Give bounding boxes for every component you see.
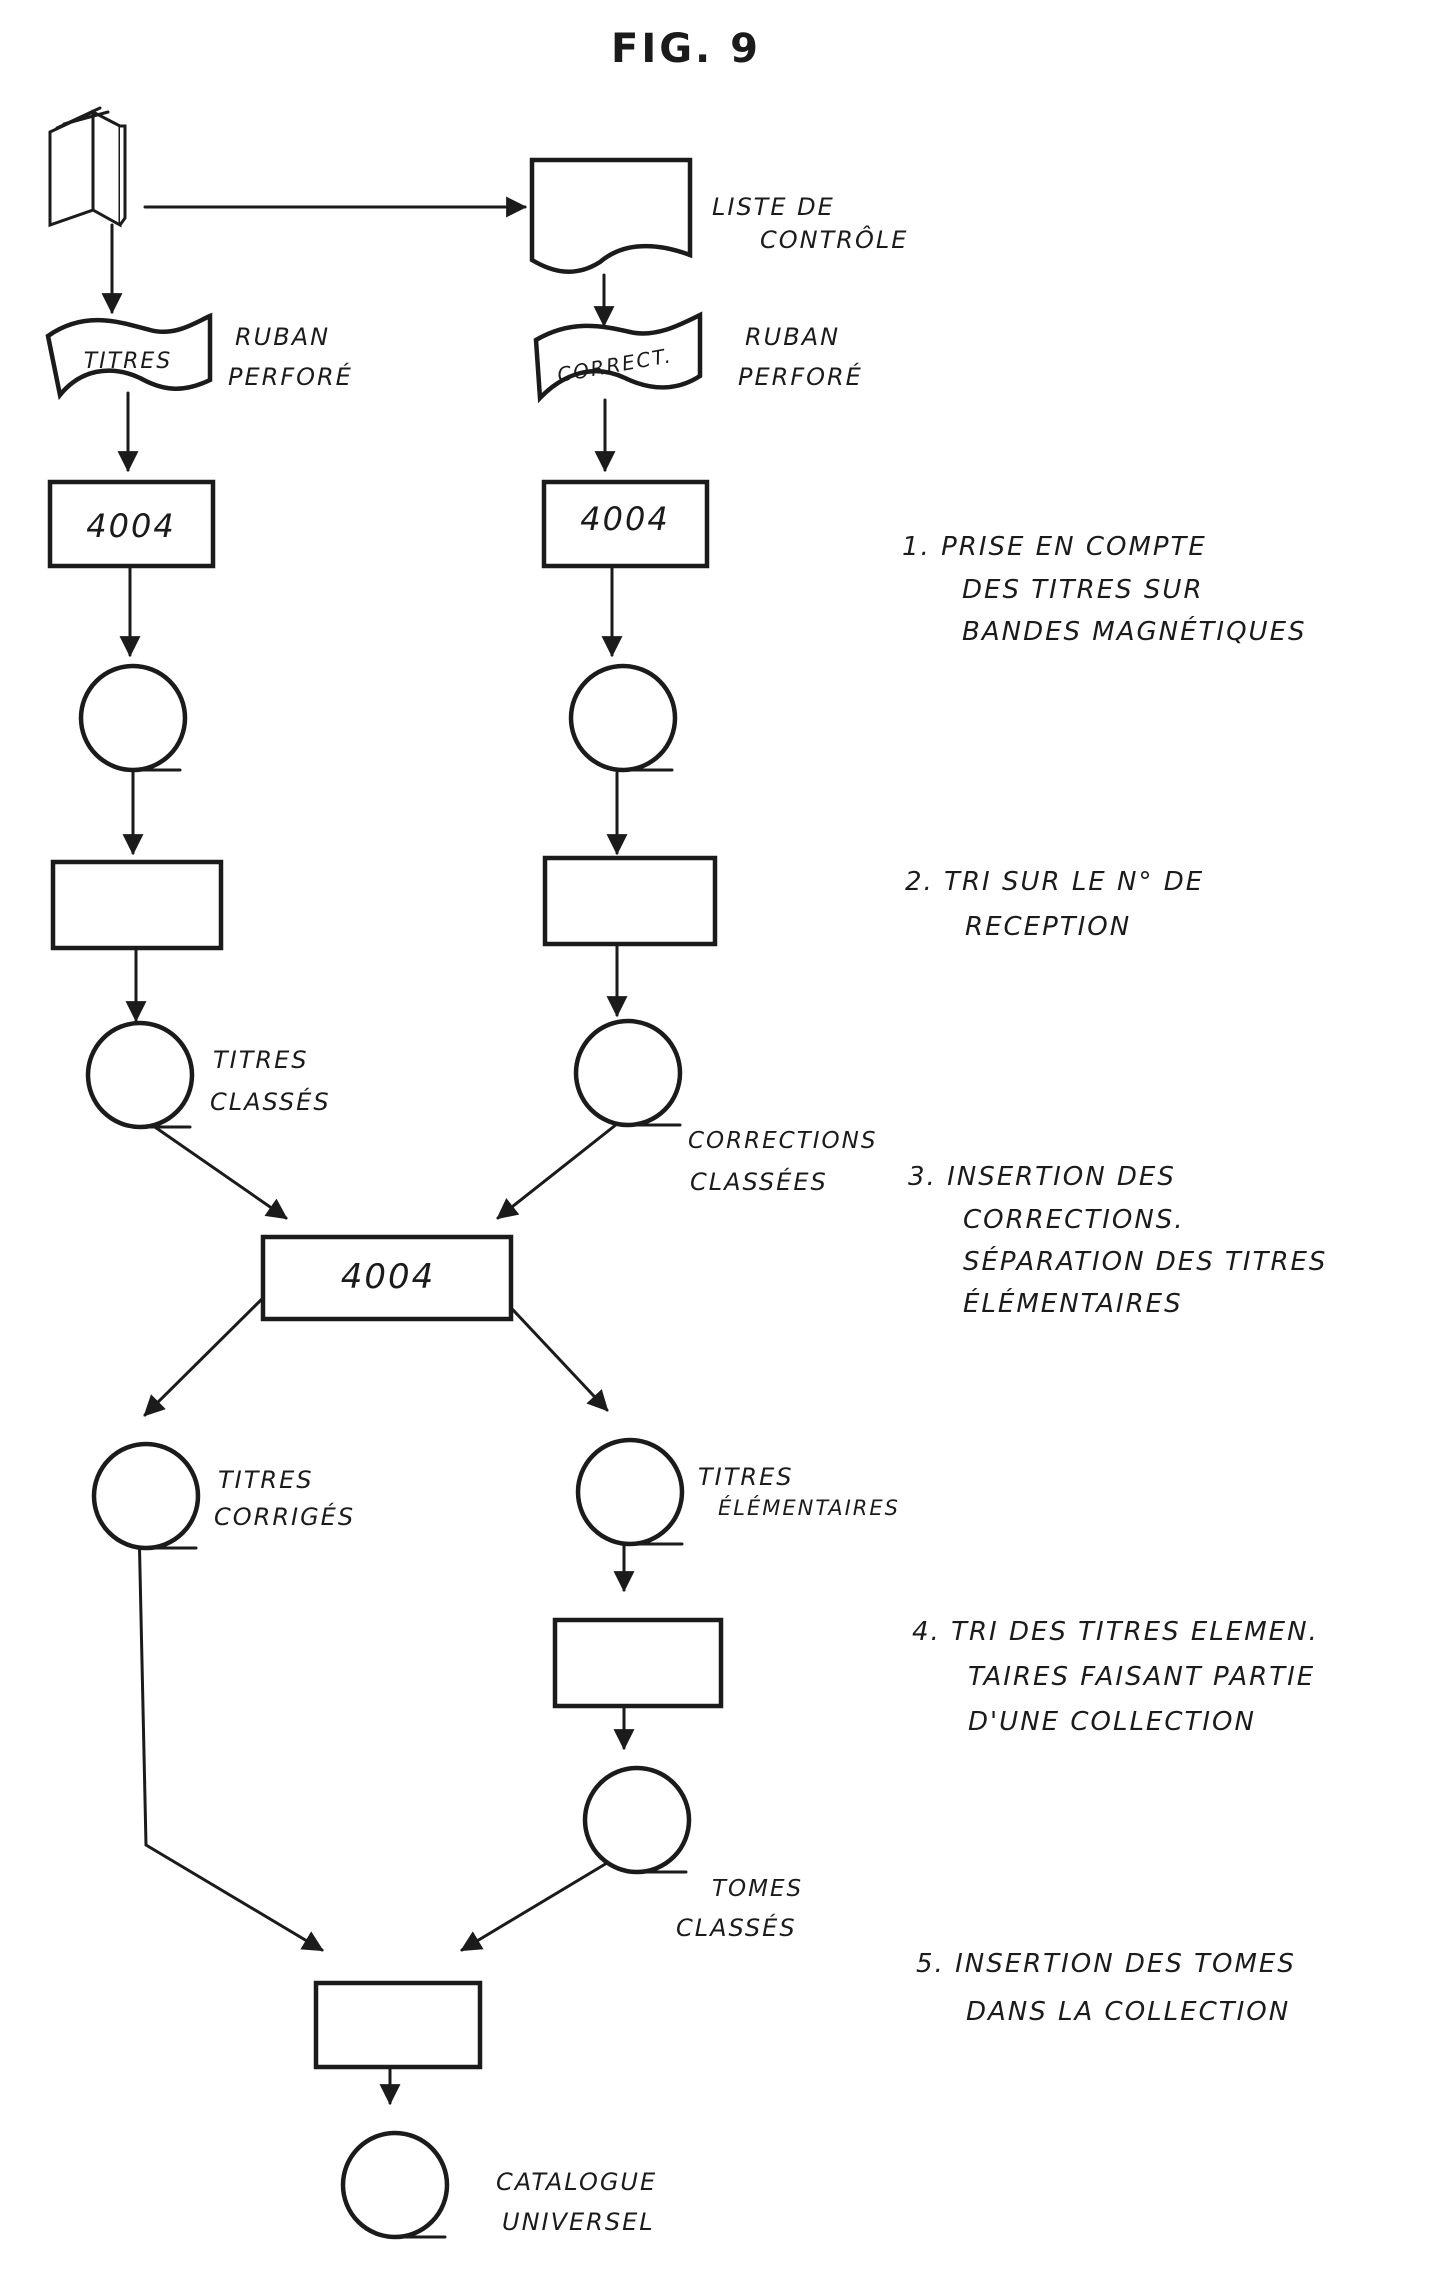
tape-left-text: TITRES [84,349,173,374]
computer-right-label: 4004 [580,500,669,538]
magnetic-tape-icon-corrections-classees [573,1018,683,1128]
magnetic-tape-icon-tomes-classes [582,1765,692,1875]
step-3-line-3: SÉPARATION DES TITRES [963,1245,1327,1277]
step-3-description: 3. INSERTION DES CORRECTIONS. SÉPARATION… [908,1162,1327,1319]
magnetic-tape-icon-left-1 [78,663,188,773]
connectors [101,196,635,2106]
magnetic-tape-icon-titres-elementaires [575,1437,685,1547]
document-icon-liste-controle [529,157,693,274]
tomes-classes-label-2: CLASSÉS [676,1913,797,1942]
computer-box-merge [260,1234,514,1322]
step-4-description: 4. TRI DES TITRES ELEMEN. TAIRES FAISANT… [912,1617,1319,1737]
liste-controle-label-1: LISTE DE [712,193,835,221]
computer-left-label: 4004 [86,507,175,545]
figure-title: FIG. 9 [611,26,761,72]
magnetic-tape-icon-titres-classes [85,1020,195,1130]
sort-box-left [50,859,224,951]
sort-box-collection [552,1617,724,1709]
sort-box-right [542,855,718,947]
titres-classes-label-1: TITRES [213,1046,308,1074]
step-1-line-3: BANDES MAGNÉTIQUES [962,615,1307,647]
titres-corriges-label-2: CORRIGÉS [214,1502,355,1531]
magnetic-tape-icon-right-1 [568,663,678,773]
step-2-description: 2. TRI SUR LE N° DE RECEPTION [905,867,1204,942]
step-5-description: 5. INSERTION DES TOMES DANS LA COLLECTIO… [916,1949,1296,2027]
corrections-classees-label-2: CLASSÉES [690,1167,828,1196]
step-2-line-1: 2. TRI SUR LE N° DE [905,867,1204,897]
titres-elementaires-label-2: ÉLÉMENTAIRES [718,1495,900,1520]
book-icon [48,106,127,228]
step-3-line-2: CORRECTIONS. [963,1205,1185,1235]
tape-left-label-1: RUBAN [235,323,330,351]
step-3-line-1: 3. INSERTION DES [908,1162,1176,1192]
step-2-line-2: RECEPTION [965,912,1131,942]
catalogue-universel-label-2: UNIVERSEL [502,2208,655,2236]
corrections-classees-label-1: CORRECTIONS [688,1128,877,1154]
titres-elementaires-label-1: TITRES [698,1463,793,1491]
tape-left-label-2: PERFORÉ [228,362,353,391]
step-5-line-2: DANS LA COLLECTION [966,1997,1290,2027]
liste-controle-label-2: CONTRÔLE [760,224,908,254]
magnetic-tape-icon-catalogue [340,2130,450,2240]
step-3-line-4: ÉLÉMENTAIRES [963,1287,1183,1319]
computer-box-right [541,479,710,569]
titres-corriges-label-1: TITRES [218,1466,313,1494]
step-4-line-1: 4. TRI DES TITRES ELEMEN. [912,1617,1319,1647]
punched-tape-icon-left [45,312,213,401]
step-1-line-1: 1. PRISE EN COMPTE [902,532,1207,562]
computer-box-left [47,479,216,569]
titres-classes-label-2: CLASSÉS [210,1087,331,1116]
punched-tape-icon-right [533,311,703,404]
computer-merge-label: 4004 [341,1257,436,1297]
tomes-classes-label-1: TOMES [712,1876,803,1902]
step-4-line-2: TAIRES FAISANT PARTIE [968,1662,1315,1692]
step-1-description: 1. PRISE EN COMPTE DES TITRES SUR BANDES… [902,532,1307,647]
tape-right-label-1: RUBAN [745,323,840,351]
catalogue-universel-label-1: CATALOGUE [496,2168,657,2196]
tape-right-label-2: PERFORÉ [738,362,863,391]
step-4-line-3: D'UNE COLLECTION [968,1707,1256,1737]
step-5-line-1: 5. INSERTION DES TOMES [916,1949,1296,1979]
step-1-line-2: DES TITRES SUR [962,575,1204,605]
magnetic-tape-icon-titres-corriges [91,1441,201,1551]
insertion-box-tomes [313,1980,483,2070]
